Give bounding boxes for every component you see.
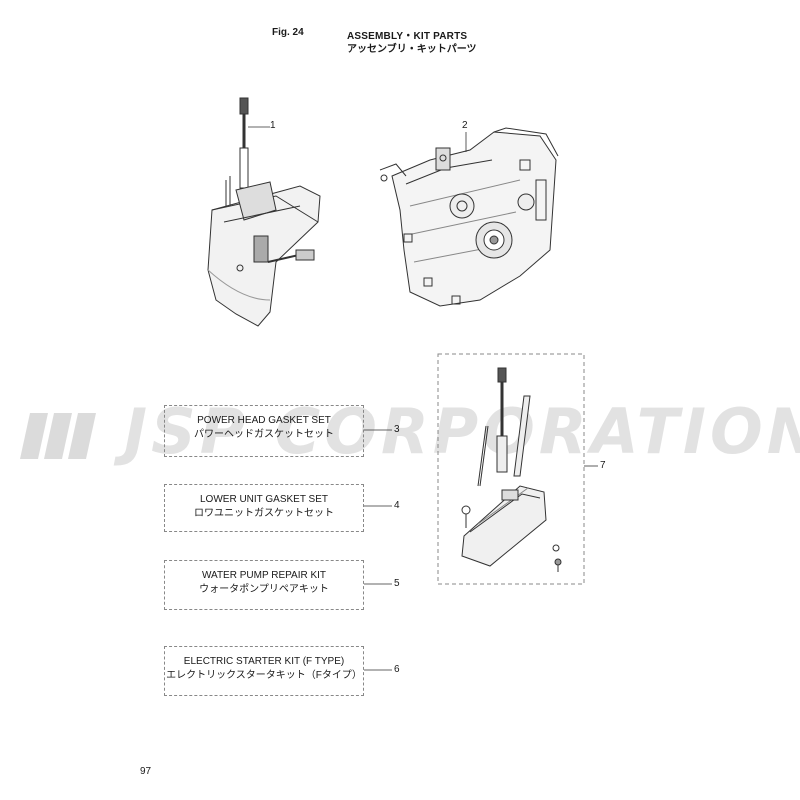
page-title-japanese: アッセンブリ・キットパーツ	[347, 44, 477, 55]
callout-7: 7	[600, 460, 606, 471]
kit-box-lower-unit-gasket-set: LOWER UNIT GASKET SET ロワユニットガスケットセット	[164, 484, 364, 532]
page-number: 97	[140, 766, 152, 777]
kit-name-japanese: エレクトリックスタータキット（Fタイプ）	[166, 670, 362, 681]
kit-box-power-head-gasket-set: POWER HEAD GASKET SET パワーヘッドガスケットセット	[164, 405, 364, 457]
callout-2: 2	[462, 120, 468, 131]
kit-name-english: WATER PUMP REPAIR KIT	[201, 570, 327, 581]
power-head-drawing	[379, 127, 559, 307]
lower-unit-drawing	[207, 97, 321, 327]
callout-4: 4	[394, 500, 400, 511]
drive-shaft-housing-drawing	[461, 367, 562, 572]
callout-6: 6	[394, 664, 400, 675]
kit-box-electric-starter-kit: ELECTRIC STARTER KIT (F TYPE) エレクトリックスター…	[164, 646, 364, 696]
kit-7-frame	[437, 353, 585, 585]
kit-name-japanese: ロワユニットガスケットセット	[194, 508, 334, 519]
page-title-english: ASSEMBLY・KIT PARTS	[347, 31, 468, 42]
kit-box-water-pump-repair-kit: WATER PUMP REPAIR KIT ウォータポンプリペアキット	[164, 560, 364, 610]
callout-5: 5	[394, 578, 400, 589]
kit-name-english: LOWER UNIT GASKET SET	[200, 494, 328, 505]
kit-name-english: ELECTRIC STARTER KIT (F TYPE)	[183, 656, 345, 667]
kit-name-japanese: ウォータポンプリペアキット	[199, 584, 329, 595]
kit-name-japanese: パワーヘッドガスケットセット	[194, 429, 334, 440]
figure-label: Fig. 24	[272, 27, 304, 38]
kit-name-english: POWER HEAD GASKET SET	[197, 415, 331, 426]
callout-1: 1	[270, 120, 276, 131]
callout-3: 3	[394, 424, 400, 435]
